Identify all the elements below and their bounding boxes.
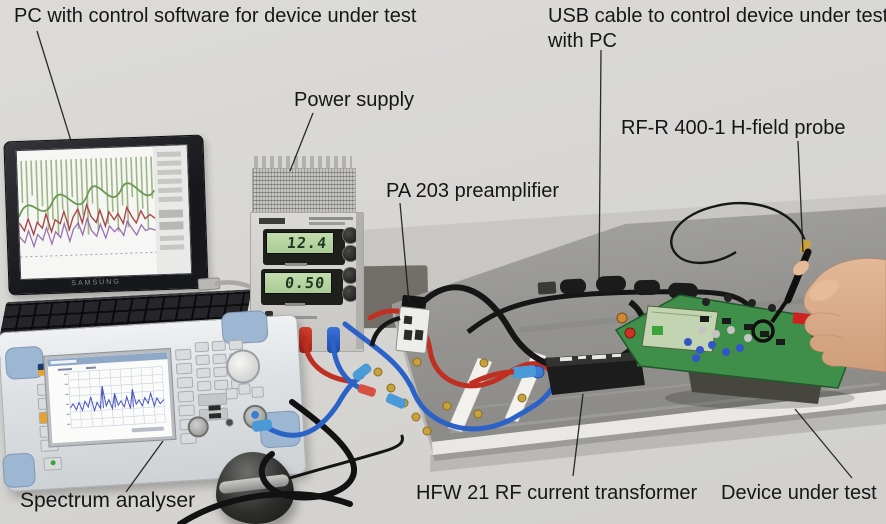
power-led: [49, 460, 56, 466]
label-transformer: HFW 21 RF current transformer: [416, 482, 698, 504]
label-pc: PC with control software for device unde…: [14, 5, 417, 27]
blue-banana-plug[interactable]: [327, 327, 340, 353]
red-banana-plug[interactable]: [299, 327, 312, 353]
laptop-brand-text: SAMSUNG: [71, 278, 121, 288]
volts-caption-mark: [285, 263, 307, 266]
power-supply-brand-logo: [259, 218, 285, 224]
spectrum-analyser: [0, 309, 307, 493]
bumper-bottom-left: [2, 452, 37, 489]
softkey-1[interactable]: [174, 348, 192, 361]
device-under-test-pcb: [614, 294, 864, 409]
softkey-2[interactable]: [175, 362, 193, 375]
volts-display: 12.4: [263, 229, 345, 265]
power-supply-model-text: [309, 217, 353, 220]
analyser-screen-plot: [47, 352, 173, 444]
laptop-lid: SAMSUNG: [3, 134, 209, 296]
laptop: SAMSUNG: [0, 128, 252, 368]
leader-dut: [794, 408, 853, 479]
label-power-supply: Power supply: [294, 89, 415, 111]
panel-caption-mark: [287, 316, 317, 319]
volts-value: 12.4: [285, 234, 328, 252]
label-dut: Device under test: [721, 482, 877, 504]
laptop-screen: [15, 144, 193, 281]
power-supply-side-face: [356, 213, 363, 349]
plate-patch-cables: [342, 308, 555, 432]
amps-value: 0.50: [283, 274, 326, 292]
analyser-screen: [43, 347, 177, 448]
label-preamp: PA 203 preamplifier: [386, 180, 560, 202]
usb-ports[interactable]: [208, 404, 221, 411]
arrow-key-up[interactable]: [238, 383, 251, 395]
softkey-3[interactable]: [176, 376, 194, 389]
chart-traces: [18, 156, 157, 258]
laptop-screen-chart: [18, 145, 192, 275]
leader-pc: [36, 30, 72, 142]
sma-connectors: [373, 357, 527, 436]
label-probe: RF-R 400-1 H-field probe: [621, 117, 846, 139]
arrow-key-left[interactable]: [225, 387, 239, 400]
mouse[interactable]: [216, 452, 294, 524]
label-usb: USB cable to control device under test w…: [548, 5, 886, 52]
chart-panel-right: [152, 145, 192, 275]
amps-caption-mark: [285, 303, 305, 306]
softkey-4[interactable]: [177, 390, 195, 403]
laptop-usb-plug: [197, 277, 221, 291]
softkey-5[interactable]: [178, 404, 196, 417]
hfw-current-transformer: [468, 352, 648, 395]
bnc-blue-center: [250, 410, 260, 420]
label-spectrum: Spectrum analyser: [20, 489, 196, 512]
plate-label-strips: [447, 351, 547, 433]
power-supply-vent-grille: [252, 168, 356, 214]
arrow-key-right[interactable]: [251, 386, 265, 399]
leader-transformer: [572, 393, 584, 477]
power-supply-model-text2: [309, 222, 345, 225]
analyser-power-button[interactable]: [43, 456, 63, 471]
amps-display: 0.50: [261, 269, 343, 305]
usb-ports-2[interactable]: [208, 412, 222, 419]
